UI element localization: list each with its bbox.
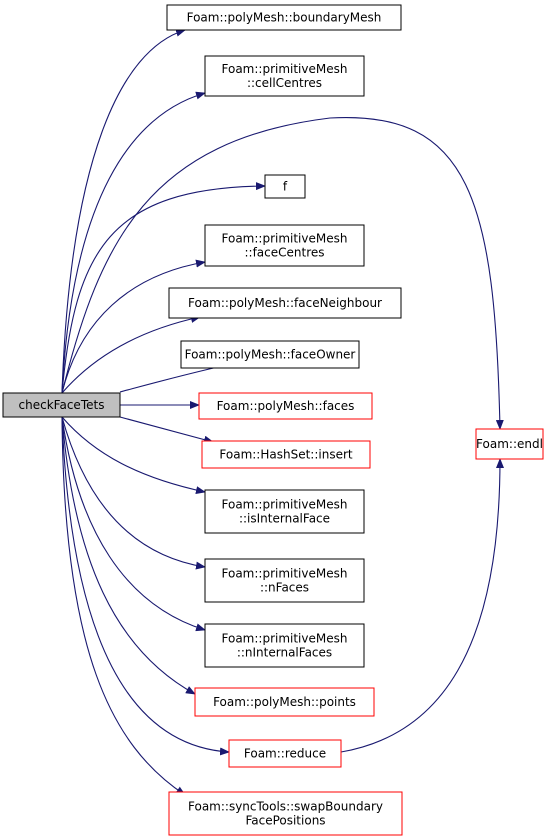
node-label: Foam::HashSet::insert	[219, 448, 352, 462]
node-nFaces[interactable]: Foam::primitiveMesh::nFaces	[204, 558, 365, 603]
node-label: Foam::polyMesh::points	[213, 695, 356, 709]
node-box	[166, 4, 402, 31]
node-box	[198, 392, 373, 420]
edge-checkFaceTets-to-boundaryMesh	[61, 28, 186, 394]
edge-reduce-to-endl	[340, 458, 504, 753]
edge-checkFaceTets-to-faceCentres	[61, 259, 206, 394]
edge-checkFaceTets-to-nFaces	[61, 416, 206, 570]
node-label: ::nFaces	[260, 581, 309, 595]
node-label: ::faceCentres	[244, 246, 324, 260]
node-box	[204, 489, 365, 534]
node-label: ::cellCentres	[247, 76, 322, 90]
edge-checkFaceTets-to-reduce	[61, 416, 230, 756]
node-label: FacePositions	[245, 814, 325, 828]
node-faceCentres[interactable]: Foam::primitiveMesh::faceCentres	[204, 224, 365, 267]
edge-checkFaceTets-to-nInternalFaces	[61, 416, 206, 632]
node-label: Foam::polyMesh::boundaryMesh	[187, 11, 382, 25]
node-faceNeighbour[interactable]: Foam::polyMesh::faceNeighbour	[168, 287, 402, 319]
node-box	[204, 558, 365, 603]
node-box	[168, 791, 403, 836]
node-label: Foam::polyMesh::faceNeighbour	[188, 296, 382, 310]
node-box	[2, 392, 121, 418]
edge-checkFaceTets-to-endl	[61, 116, 504, 430]
node-endl[interactable]: Foam::endl	[475, 428, 544, 460]
node-label: f	[283, 180, 288, 194]
node-box	[228, 739, 342, 768]
node-label: Foam::primitiveMesh	[222, 567, 348, 581]
node-box	[194, 687, 375, 717]
node-isInternalFace[interactable]: Foam::primitiveMesh::isInternalFace	[204, 489, 365, 534]
edge-checkFaceTets-to-points	[61, 416, 196, 695]
node-label: checkFaceTets	[19, 398, 105, 412]
node-label: Foam::primitiveMesh	[222, 632, 348, 646]
node-label: ::isInternalFace	[239, 512, 330, 526]
node-box	[204, 224, 365, 267]
node-f[interactable]: f	[264, 174, 306, 199]
node-label: Foam::polyMesh::faceOwner	[185, 348, 356, 362]
edge-checkFaceTets-to-cellCentres	[61, 91, 206, 394]
edge-checkFaceTets-to-f	[61, 182, 266, 394]
edge-checkFaceTets-to-insert	[119, 416, 214, 444]
node-label: Foam::syncTools::swapBoundary	[188, 800, 383, 814]
node-label: ::nInternalFaces	[237, 646, 332, 660]
node-boundaryMesh[interactable]: Foam::polyMesh::boundaryMesh	[166, 4, 402, 31]
nodes-layer: checkFaceTets Foam::polyMesh::boundaryMes…	[2, 4, 544, 836]
node-reduce[interactable]: Foam::reduce	[228, 739, 342, 768]
node-nInternalFaces[interactable]: Foam::primitiveMesh::nInternalFaces	[204, 623, 365, 668]
node-box	[204, 55, 365, 97]
node-label: Foam::primitiveMesh	[222, 62, 348, 76]
edge-checkFaceTets-to-faceNeighbour	[61, 314, 201, 394]
node-label: Foam::reduce	[244, 747, 326, 761]
node-cellCentres[interactable]: Foam::primitiveMesh::cellCentres	[204, 55, 365, 97]
node-box	[264, 174, 306, 199]
edge-checkFaceTets-to-isInternalFace	[61, 416, 206, 495]
node-box	[475, 428, 544, 460]
edges-layer	[61, 28, 504, 796]
node-label: Foam::polyMesh::faces	[217, 399, 355, 413]
node-insert[interactable]: Foam::HashSet::insert	[201, 440, 371, 469]
node-swapBoundary[interactable]: Foam::syncTools::swapBoundaryFacePositio…	[168, 791, 403, 836]
node-box	[201, 440, 371, 469]
node-faces[interactable]: Foam::polyMesh::faces	[198, 392, 373, 420]
node-box	[168, 287, 402, 319]
node-box	[180, 340, 360, 369]
node-faceOwner[interactable]: Foam::polyMesh::faceOwner	[180, 340, 360, 369]
node-label: Foam::primitiveMesh	[222, 232, 348, 246]
node-label: Foam::primitiveMesh	[222, 498, 348, 512]
edge-checkFaceTets-to-swapBoundary	[61, 416, 186, 796]
node-box	[204, 623, 365, 668]
node-label: Foam::endl	[476, 437, 543, 451]
node-checkFaceTets[interactable]: checkFaceTets	[2, 392, 121, 418]
node-points[interactable]: Foam::polyMesh::points	[194, 687, 375, 717]
